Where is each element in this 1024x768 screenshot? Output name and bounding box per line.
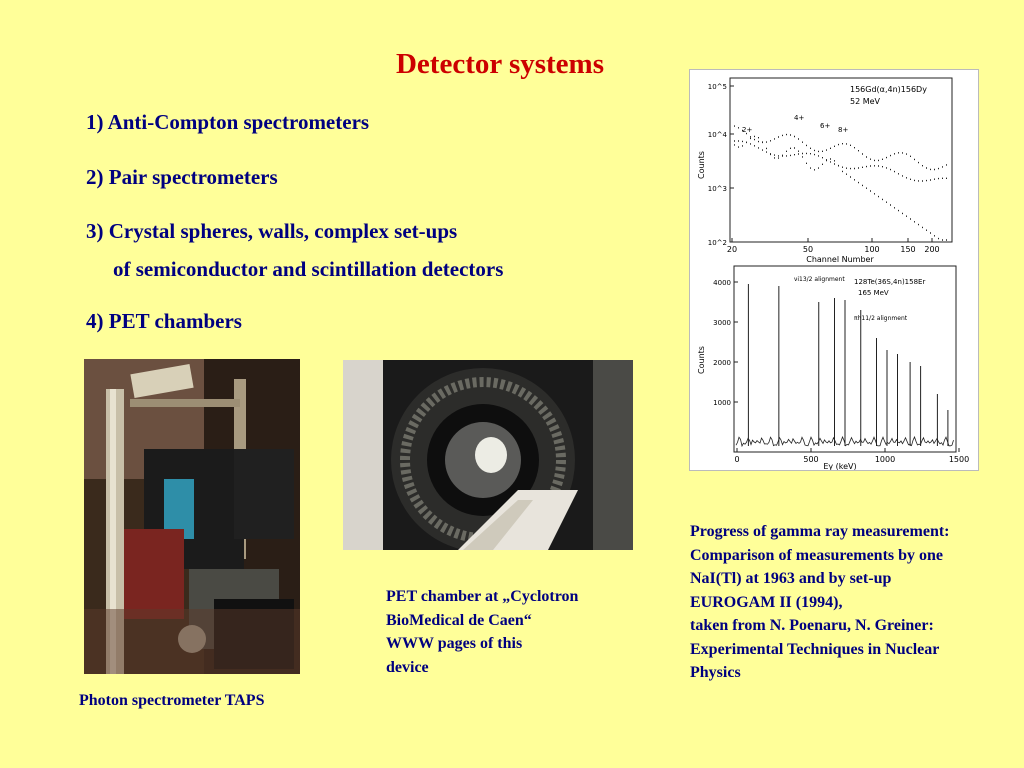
slide-title: Detector systems (395, 48, 604, 80)
top-x-tick-label: 20 (727, 245, 737, 254)
top-x-tick-label: 200 (924, 245, 939, 254)
taps-caption: Photon spectrometer TAPS (79, 689, 264, 713)
top-plot-subtitle: 52 MeV (850, 97, 881, 106)
bullet-anti-compton: 1) Anti-Compton spectrometers (86, 110, 370, 134)
progress-caption-line-6: Experimental Techniques in Nuclear (690, 640, 940, 658)
pet-caption: PET chamber at „Cyclotron BioMedical de … (386, 585, 578, 679)
bullet-pair-spectrometers: 2) Pair spectrometers (86, 165, 278, 189)
progress-caption-line-7: Physics (690, 664, 741, 681)
bottom-y-tick-label: 4000 (713, 279, 731, 287)
pet-caption-line-4: device (386, 658, 429, 676)
top-x-tick-label: 50 (803, 245, 813, 254)
top-spectrum-series (734, 125, 947, 171)
top-y-tick-label: 10^5 (708, 83, 727, 91)
top-y-axis-label: Counts (697, 151, 706, 179)
top-spectrum-series (734, 140, 947, 182)
bottom-y-tick-label: 2000 (713, 359, 731, 367)
bottom-x-tick-label: 1000 (875, 455, 895, 464)
top-x-tick-label: 100 (864, 245, 879, 254)
top-x-axis-label: Channel Number (806, 255, 874, 264)
top-y-tick-label: 10^4 (708, 131, 728, 139)
bottom-annotation: πh11/2 alignment (854, 315, 908, 322)
bottom-x-tick-label: 500 (803, 455, 818, 464)
pet-caption-line-3: WWW pages of this (386, 635, 523, 652)
bottom-y-tick-label: 3000 (713, 319, 731, 327)
bottom-annotation: νi13/2 alignment (794, 276, 845, 283)
taps-photo (84, 359, 300, 674)
top-x-tick-label: 150 (900, 245, 915, 254)
top-peak-label: 4+ (794, 114, 804, 122)
top-peak-label: 8+ (838, 126, 848, 134)
pet-caption-line-1: PET chamber at „Cyclotron (386, 588, 579, 605)
progress-caption-line-5: taken from N. Poenaru, N. Greiner: (690, 617, 934, 634)
pet-chamber-photo (343, 360, 633, 550)
progress-caption: Progress of gamma ray measurement: Compa… (690, 520, 950, 685)
top-peak-label: 6+ (820, 122, 830, 130)
progress-caption-line-1: Progress of gamma ray measurement: (690, 523, 950, 540)
top-y-tick-label: 10^2 (708, 239, 727, 247)
bottom-plot-subtitle: 165 MeV (858, 289, 889, 297)
bullet-crystal-spheres: 3) Crystal spheres, walls, complex set-u… (86, 219, 458, 243)
top-y-tick-label: 10^3 (708, 185, 727, 193)
top-spectrum-series (734, 135, 947, 241)
bottom-y-tick-label: 1000 (713, 399, 731, 407)
pet-caption-line-2: BioMedical de Caen“ (386, 611, 532, 629)
taps-caption-line: Photon spectrometer TAPS (79, 692, 265, 709)
progress-caption-line-2: Comparison of measurements by one (690, 546, 944, 564)
bottom-y-axis-label: Counts (697, 346, 706, 374)
progress-caption-line-4: EUROGAM II (1994), (690, 593, 843, 611)
top-plot-frame (729, 77, 953, 243)
bottom-plot-title: 128Te(36S,4n)158Er (854, 278, 925, 286)
top-peak-label: 2+ (742, 126, 752, 134)
bottom-x-tick-label: 0 (734, 455, 739, 464)
bullet-crystal-spheres-continued: of semiconductor and scintillation detec… (113, 257, 504, 281)
progress-caption-line-3: NaI(Tl) at 1963 and by set-up (690, 570, 892, 587)
bullet-pet-chambers: 4) PET chambers (86, 309, 242, 333)
bottom-x-tick-label: 1500 (949, 455, 969, 464)
bottom-plot-frame (733, 265, 957, 453)
top-plot-title: 156Gd(α,4n)156Dy (850, 85, 927, 94)
bottom-x-axis-label: Eγ (keV) (823, 462, 856, 470)
